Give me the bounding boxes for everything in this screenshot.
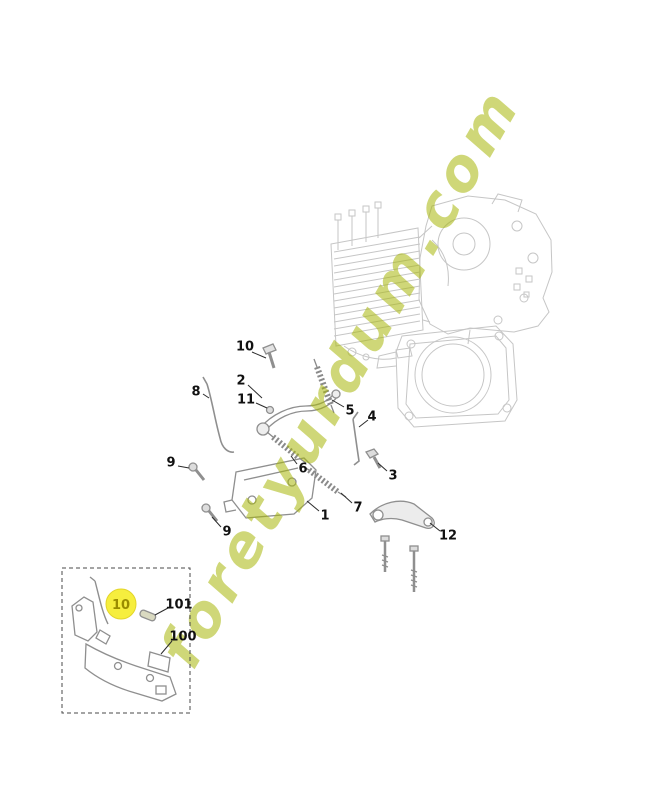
watermark: foretyurdum.com <box>146 75 534 679</box>
leader-line <box>202 393 210 399</box>
leader-line <box>211 516 222 528</box>
part-number-label: 5 <box>345 404 354 419</box>
part-number-label: 1 <box>320 509 329 524</box>
inset-assembly <box>71 576 177 702</box>
cooling-fins <box>330 227 424 347</box>
part-number-label: 10 <box>236 340 254 355</box>
part-12-lever <box>369 500 435 592</box>
highlight-part-number: 10 <box>112 598 130 613</box>
part-9-screw-upper <box>188 462 206 481</box>
stud-bolts <box>334 201 382 250</box>
part-1-bracket <box>223 457 317 519</box>
part-number-label: 9 <box>222 525 231 540</box>
part-101-pin <box>139 609 157 622</box>
linkage-mount <box>343 345 413 361</box>
part-10-pin <box>262 343 277 369</box>
inset-box <box>61 567 191 714</box>
highlight-callout: 10 <box>105 588 137 620</box>
part-3-screw <box>365 448 382 469</box>
part-number-label: 4 <box>367 410 376 425</box>
part-number-label: 11 <box>237 393 255 408</box>
leader-line <box>247 384 263 399</box>
leader-line <box>340 492 353 504</box>
leader-line <box>177 465 190 469</box>
part-number-label: 101 <box>165 598 192 613</box>
leader-line <box>377 462 388 472</box>
part-number-label: 12 <box>439 529 457 544</box>
part-8-rod <box>202 376 235 453</box>
part-number-label: 3 <box>388 469 397 484</box>
leader-line <box>251 351 267 359</box>
part-number-label: 100 <box>169 630 196 645</box>
cylinder-flange-gasket <box>376 325 518 428</box>
engine-block-drawing <box>330 193 553 428</box>
leader-line <box>255 402 268 409</box>
part-5-spring <box>313 358 335 414</box>
leader-line <box>429 522 441 532</box>
part-number-label: 8 <box>191 385 200 400</box>
part-4-rod <box>352 411 360 466</box>
part-number-label: 6 <box>298 462 307 477</box>
part-9-screw-lower <box>201 503 219 522</box>
part-11-pivot <box>265 405 275 415</box>
part-number-label: 7 <box>353 501 362 516</box>
crankcase-housing <box>418 193 553 345</box>
leader-line <box>306 500 320 512</box>
leader-line <box>290 455 298 465</box>
leader-line <box>331 399 345 408</box>
leader-line <box>358 419 369 428</box>
leader-line <box>154 607 169 616</box>
highlight-circle <box>105 588 137 620</box>
leader-line <box>160 640 173 655</box>
part-number-label: 2 <box>236 374 245 389</box>
part-number-label: 9 <box>166 456 175 471</box>
linkage-parts <box>71 343 435 702</box>
